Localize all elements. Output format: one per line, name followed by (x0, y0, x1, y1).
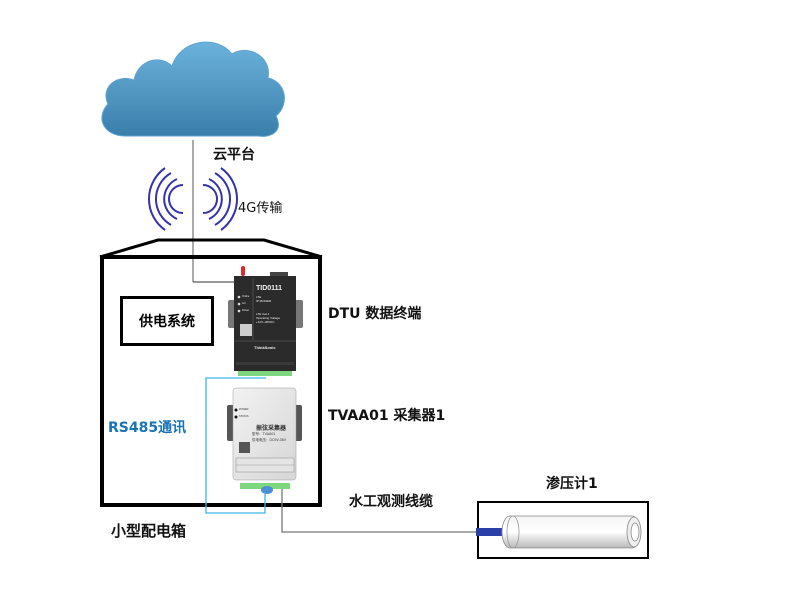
cable-label: 水工观测线缆 (349, 494, 433, 510)
wireless-signal-icon (148, 167, 238, 231)
terminal-block (238, 371, 292, 376)
sensor-label: 渗压计1 (546, 476, 598, 492)
dtu-line3-text: IP MODEM (256, 299, 272, 303)
dtu-led-power: Power (242, 309, 250, 312)
rs485-label: RS485通讯 (108, 420, 187, 436)
piezometer-sensor (476, 501, 649, 559)
dtu-model-text: TID0111 (256, 285, 283, 292)
power-system-box: 供电系统 (120, 296, 214, 346)
qr-code-icon (239, 442, 250, 453)
collector-device (227, 387, 302, 494)
collector-model-text: 型号：TVAA01 (252, 432, 276, 436)
collector-label: TVAA01 采集器1 (328, 408, 446, 424)
dtu-device (228, 266, 303, 376)
cloud-icon (101, 41, 285, 137)
collector-power-text: 供电电压：DC9V-36V (252, 438, 287, 442)
collector-title-text: 振弦采集器 (256, 426, 287, 432)
dtu-brand-text: ThinkSonic (254, 345, 276, 350)
antenna-icon (241, 266, 245, 276)
dtu-label: DTU 数据终端 (328, 306, 422, 322)
sensor-cable (281, 489, 476, 533)
qr-code-icon (240, 324, 252, 336)
power-system-label: 供电系统 (139, 314, 195, 330)
enclosure-box (99, 238, 323, 507)
rs485-connector-icon (261, 486, 273, 494)
dtu-led-act: Act (242, 302, 246, 305)
dtu-spec-2: Operating Voltage (256, 316, 281, 320)
collector-led-status: STATUS (239, 415, 249, 418)
rs485-line (205, 377, 266, 514)
dtu-spec-3: +12V~36VDC (256, 320, 275, 324)
dtu-spec-1: LTE Cat.1 (256, 312, 270, 316)
transmission-label: 4G传输 (238, 201, 283, 216)
enclosure-label: 小型配电箱 (111, 522, 187, 540)
dtu-line2-text: LTE (256, 295, 262, 299)
dtu-led-online: Online (242, 295, 250, 298)
cloud-platform-label: 云平台 (213, 147, 255, 163)
terminal-block (240, 483, 290, 489)
collector-led-power: POWER (239, 408, 249, 411)
